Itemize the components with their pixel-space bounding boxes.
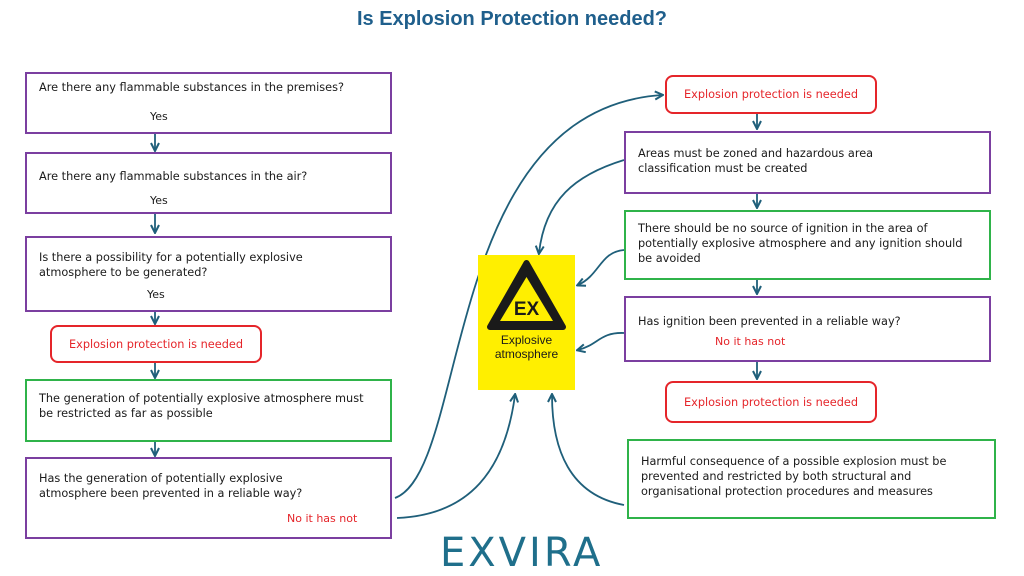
page-title: Is Explosion Protection needed? xyxy=(356,8,668,30)
ignition-avoidance-step: There should be no source of ignition in… xyxy=(624,210,991,280)
arrow-q5-to-sign xyxy=(578,332,625,350)
explosion-protection-needed-left: Explosion protection is needed xyxy=(50,325,262,363)
zoning-step: Areas must be zoned and hazardous area c… xyxy=(624,131,991,194)
exvira-logo: EXVIRA xyxy=(440,530,604,576)
restrict-generation-step: The generation of potentially explosive … xyxy=(25,379,392,442)
explosion-protection-needed-top: Explosion protection is needed xyxy=(665,75,877,114)
answer-yes-3: Yes xyxy=(147,288,165,301)
arrow-q4-to-sign xyxy=(396,395,515,519)
sign-label-line1: Explosive xyxy=(500,333,553,347)
explosive-atmosphere-sign: EX Explosive atmosphere xyxy=(478,255,575,390)
harmful-consequence-step: Harmful consequence of a possible explos… xyxy=(627,439,996,519)
question-generation-prevented: Has the generation of potentially explos… xyxy=(25,457,392,539)
answer-no-right: No it has not xyxy=(715,335,786,348)
answer-yes-2: Yes xyxy=(150,194,168,207)
question-flammable-air: Are there any flammable substances in th… xyxy=(25,152,392,214)
answer-no-left: No it has not xyxy=(287,512,358,525)
sign-label-line2: atmosphere xyxy=(494,347,559,361)
answer-yes-1: Yes xyxy=(150,110,168,123)
warning-triangle-icon: EX xyxy=(487,260,566,330)
question-flammable-premises: Are there any flammable substances in th… xyxy=(25,72,392,134)
ex-symbol: EX xyxy=(514,299,540,320)
question-explosive-atmosphere: Is there a possibility for a potentially… xyxy=(25,236,392,312)
arrow-zoning-to-sign xyxy=(539,159,625,253)
arrow-harmful-to-sign xyxy=(552,395,625,506)
question-ignition-prevented: Has ignition been prevented in a reliabl… xyxy=(624,296,991,362)
arrow-q4-to-top-needed xyxy=(394,95,662,499)
arrow-ignition-to-sign xyxy=(578,249,625,285)
explosion-protection-needed-bottom: Explosion protection is needed xyxy=(665,381,877,423)
